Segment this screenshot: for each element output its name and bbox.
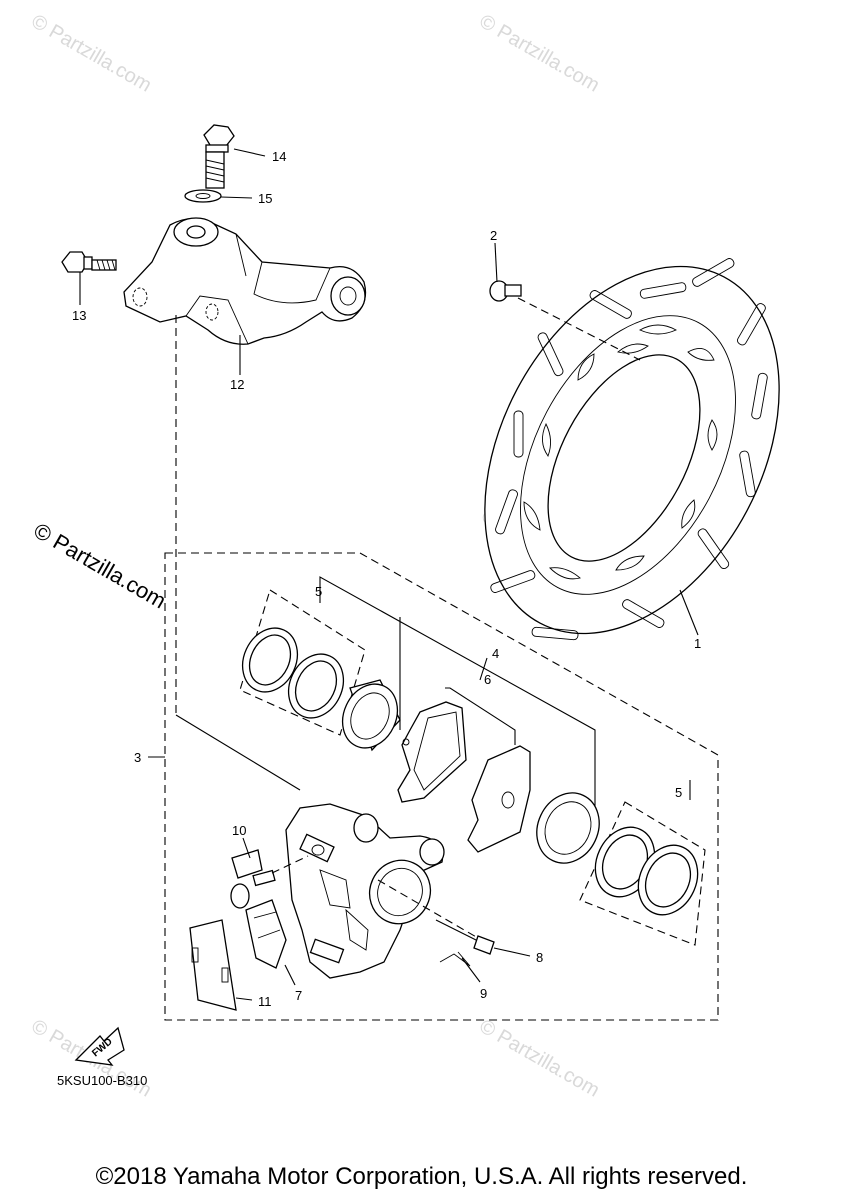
watermark: © Partzilla.com [476,10,604,96]
callout-13: 13 [72,308,86,323]
bleed-screw-10 [230,849,309,909]
piston-seal-5-right [594,826,699,916]
pad-shim-11 [189,919,237,1011]
watermark: © Partzilla.com [28,10,156,96]
washer-15 [184,189,222,203]
caliper-assembly-outline [164,552,719,1021]
copyright-text: ©2018 Yamaha Motor Corporation, U.S.A. A… [95,1163,748,1190]
callout-6: 6 [484,672,491,687]
fwd-arrow-icon: FWD [74,1026,125,1066]
bolt-13 [61,251,117,273]
brake-pad-6-a [397,701,467,803]
bolt-14 [203,124,235,189]
callout-3: 3 [134,750,141,765]
callout-14: 14 [272,149,286,164]
brake-disc-1 [484,258,780,641]
callout-9: 9 [480,986,487,1001]
callout-11: 11 [258,994,272,1009]
callout-8: 8 [536,950,543,965]
callout-15: 15 [258,191,272,206]
callout-4: 4 [492,646,499,661]
caliper-body [285,803,445,979]
callout-2: 2 [490,228,497,243]
pad-pin-8 [377,879,495,955]
piston-seal-5-left [241,627,345,719]
callout-10: 10 [232,823,246,838]
diagram-code: 5KSU100-B310 [57,1073,148,1088]
caliper-bracket-12 [123,217,367,345]
pad-spring-7 [245,899,287,969]
piston-left [341,679,401,752]
callout-5b: 5 [675,785,682,800]
piston-right [536,792,600,864]
watermark: © Partzilla.com [476,1015,604,1101]
callout-1: 1 [694,636,701,651]
callout-labels: 1 2 3 4 5 5 6 7 8 9 10 11 12 13 14 15 [72,149,701,1009]
brake-pad-6-b [467,745,531,853]
callout-7: 7 [295,988,302,1003]
clip-9 [439,951,471,967]
watermark: © Partzilla.com [30,518,171,614]
callout-12: 12 [230,377,244,392]
bolt-2 [489,280,522,302]
callout-5a: 5 [315,584,322,599]
